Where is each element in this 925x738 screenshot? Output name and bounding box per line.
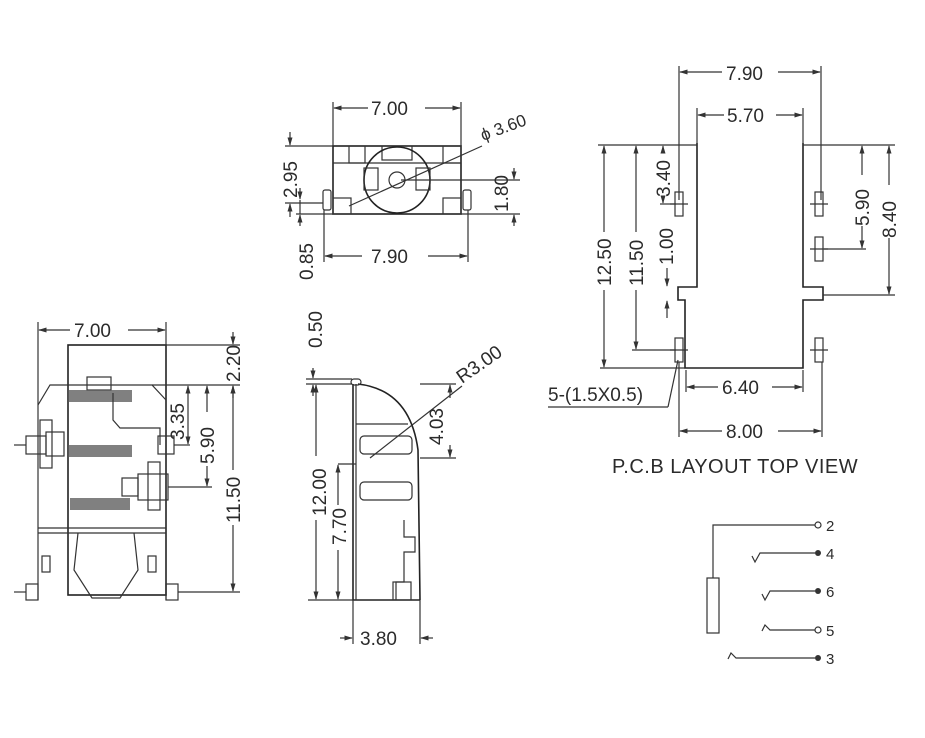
- pin-schematic: 2 4 6 5 3: [706, 518, 834, 668]
- pcb-right-dim-2-label: 8.40: [880, 201, 901, 238]
- top-view-pin-offset-1-label: 3.35: [168, 403, 189, 440]
- side-thickness-label: 3.80: [360, 629, 397, 650]
- front-center-offset-label: 1.80: [492, 175, 513, 212]
- side-top-step-label: 0.50: [306, 311, 327, 348]
- pcb-left-dim-1-label: 12.50: [595, 238, 616, 286]
- schematic-pin-4: 4: [826, 546, 834, 563]
- pcb-bottom-inner-label: 6.40: [722, 378, 759, 399]
- top-view-width-label: 7.00: [74, 321, 111, 342]
- side-radius-label: R3.00: [453, 342, 507, 388]
- front-diameter-label: ϕ 3.60: [478, 111, 529, 145]
- pcb-left-dim-2-label: 11.50: [627, 240, 648, 286]
- side-pin-height-label: 7.70: [330, 508, 351, 545]
- side-view: 0.50 R3.00 4.03 12.00 7.70 3.80: [306, 311, 506, 650]
- top-view-pin-offset-2-label: 5.90: [198, 427, 219, 464]
- pcb-left-dim-small-label: 1.00: [657, 228, 678, 265]
- schematic-pin-6: 6: [826, 584, 834, 601]
- front-pin-height-label: 0.85: [297, 243, 318, 280]
- pcb-pad-2: [810, 191, 828, 217]
- pcb-outer-width-label: 7.90: [726, 64, 763, 85]
- pcb-left-dim-3-label: 3.40: [654, 160, 675, 197]
- schematic-pin-3: 3: [826, 651, 834, 668]
- pcb-caption: P.C.B LAYOUT TOP VIEW: [612, 456, 858, 478]
- pcb-pad-6: [810, 337, 828, 363]
- side-height-label: 12.00: [310, 468, 331, 516]
- pcb-layout-view: 7.90 5.70 12.50 11.50 3.40 1.00 5.90: [548, 64, 901, 478]
- pcb-inner-width-label: 5.70: [727, 106, 764, 127]
- top-view-length-label: 11.50: [224, 477, 245, 523]
- top-view-top-offset-label: 2.20: [224, 345, 245, 382]
- schematic-pin-2: 2: [826, 518, 834, 535]
- front-width-top-label: 7.00: [371, 99, 408, 120]
- pcb-right-dim-1-label: 5.90: [853, 189, 874, 226]
- front-height-label: 2.95: [281, 161, 302, 198]
- schematic-pin-5: 5: [826, 623, 834, 640]
- top-view: 7.00 2.20 3.35 5.90 11.50: [14, 321, 245, 601]
- front-width-bottom-label: 7.90: [371, 247, 408, 268]
- side-radius-depth-label: 4.03: [427, 408, 448, 445]
- pcb-bottom-outer-label: 8.00: [726, 422, 763, 443]
- pcb-pad-note-label: 5-(1.5X0.5): [548, 385, 643, 406]
- front-view: 7.00 ϕ 3.60 2.95 1.80 0.85 7.90: [281, 99, 529, 280]
